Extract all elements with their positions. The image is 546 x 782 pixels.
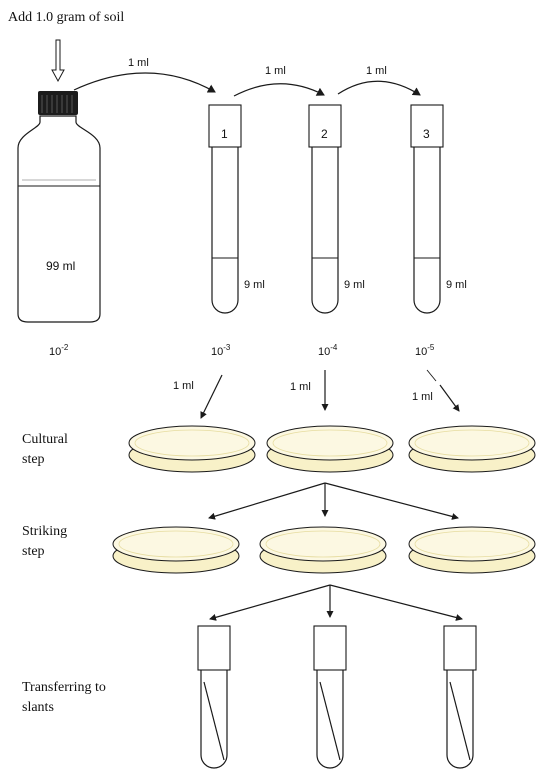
tube-cap: [308, 104, 342, 148]
streak-plate-1: [112, 526, 240, 574]
streak-plate-2: [259, 526, 387, 574]
tube-cap: [208, 104, 242, 148]
dilution-tube-2: 2 9 ml: [308, 104, 365, 314]
dilution-label-tube2: 10-4: [318, 343, 338, 358]
cultural-step-label-line2: step: [22, 452, 45, 467]
slant-tube-1: [197, 625, 231, 769]
plate-transfer-label-3: 1 ml: [412, 391, 433, 403]
transfer-arrow-bottle-to-tube1: [73, 72, 216, 93]
slant-cap: [443, 625, 477, 671]
dilution-bottle: 99 ml: [17, 91, 101, 323]
tube-volume-label: 9 ml: [244, 279, 265, 291]
slant-tube-3: [443, 625, 477, 769]
arrow-to-streak-plate-1: [208, 482, 326, 520]
culture-plate-3: [408, 425, 536, 473]
plate-transfer-label-1: 1 ml: [173, 380, 194, 392]
striking-step-label-line1: Striking: [22, 524, 67, 539]
slant-cap: [197, 625, 231, 671]
transfer-arrow-tube1-to-tube2: [233, 83, 325, 97]
title-text: Add 1.0 gram of soil: [8, 10, 124, 25]
dilution-label-bottle: 10-2: [49, 343, 69, 358]
arrow-to-streak-plate-3: [324, 482, 459, 520]
streak-plate-3: [408, 526, 536, 574]
bottle-volume-label: 99 ml: [46, 259, 75, 273]
dilution-tube-3: 3 9 ml: [410, 104, 467, 314]
arrow-to-slant-1: [209, 584, 331, 621]
cultural-step-label-line1: Cultural: [22, 432, 68, 447]
transfer-label-3: 1 ml: [366, 65, 387, 77]
plate-transfer-label-2: 1 ml: [290, 381, 311, 393]
tube-volume-label: 9 ml: [446, 279, 467, 291]
arrow-to-slant-3: [329, 584, 463, 621]
slant-cap: [313, 625, 347, 671]
transfer-arrow-tube2-to-tube3: [337, 80, 421, 96]
transfer-label-1: 1 ml: [128, 57, 149, 69]
striking-step-label-line2: step: [22, 544, 45, 559]
slants-step-label-line1: Transferring to: [22, 680, 106, 695]
slant-tube-2: [313, 625, 347, 769]
culture-plate-1: [128, 425, 256, 473]
tube-cap: [410, 104, 444, 148]
culture-plate-2: [266, 425, 394, 473]
tube-number: 2: [321, 127, 328, 141]
dilution-label-tube3: 10-5: [415, 343, 435, 358]
arrow-tube3-to-plate: [439, 384, 460, 412]
dilution-tube-1: 1 9 ml: [208, 104, 265, 314]
tube-number: 3: [423, 127, 430, 141]
transfer-label-2: 1 ml: [265, 65, 286, 77]
bottle-cap: [38, 91, 78, 115]
tube-number: 1: [221, 127, 228, 141]
soil-input-arrow: [51, 39, 65, 83]
slants-step-label-line2: slants: [22, 700, 54, 715]
tube-volume-label: 9 ml: [344, 279, 365, 291]
arrow-tube1-to-plate: [200, 374, 223, 419]
dilution-label-tube1: 10-3: [211, 343, 231, 358]
